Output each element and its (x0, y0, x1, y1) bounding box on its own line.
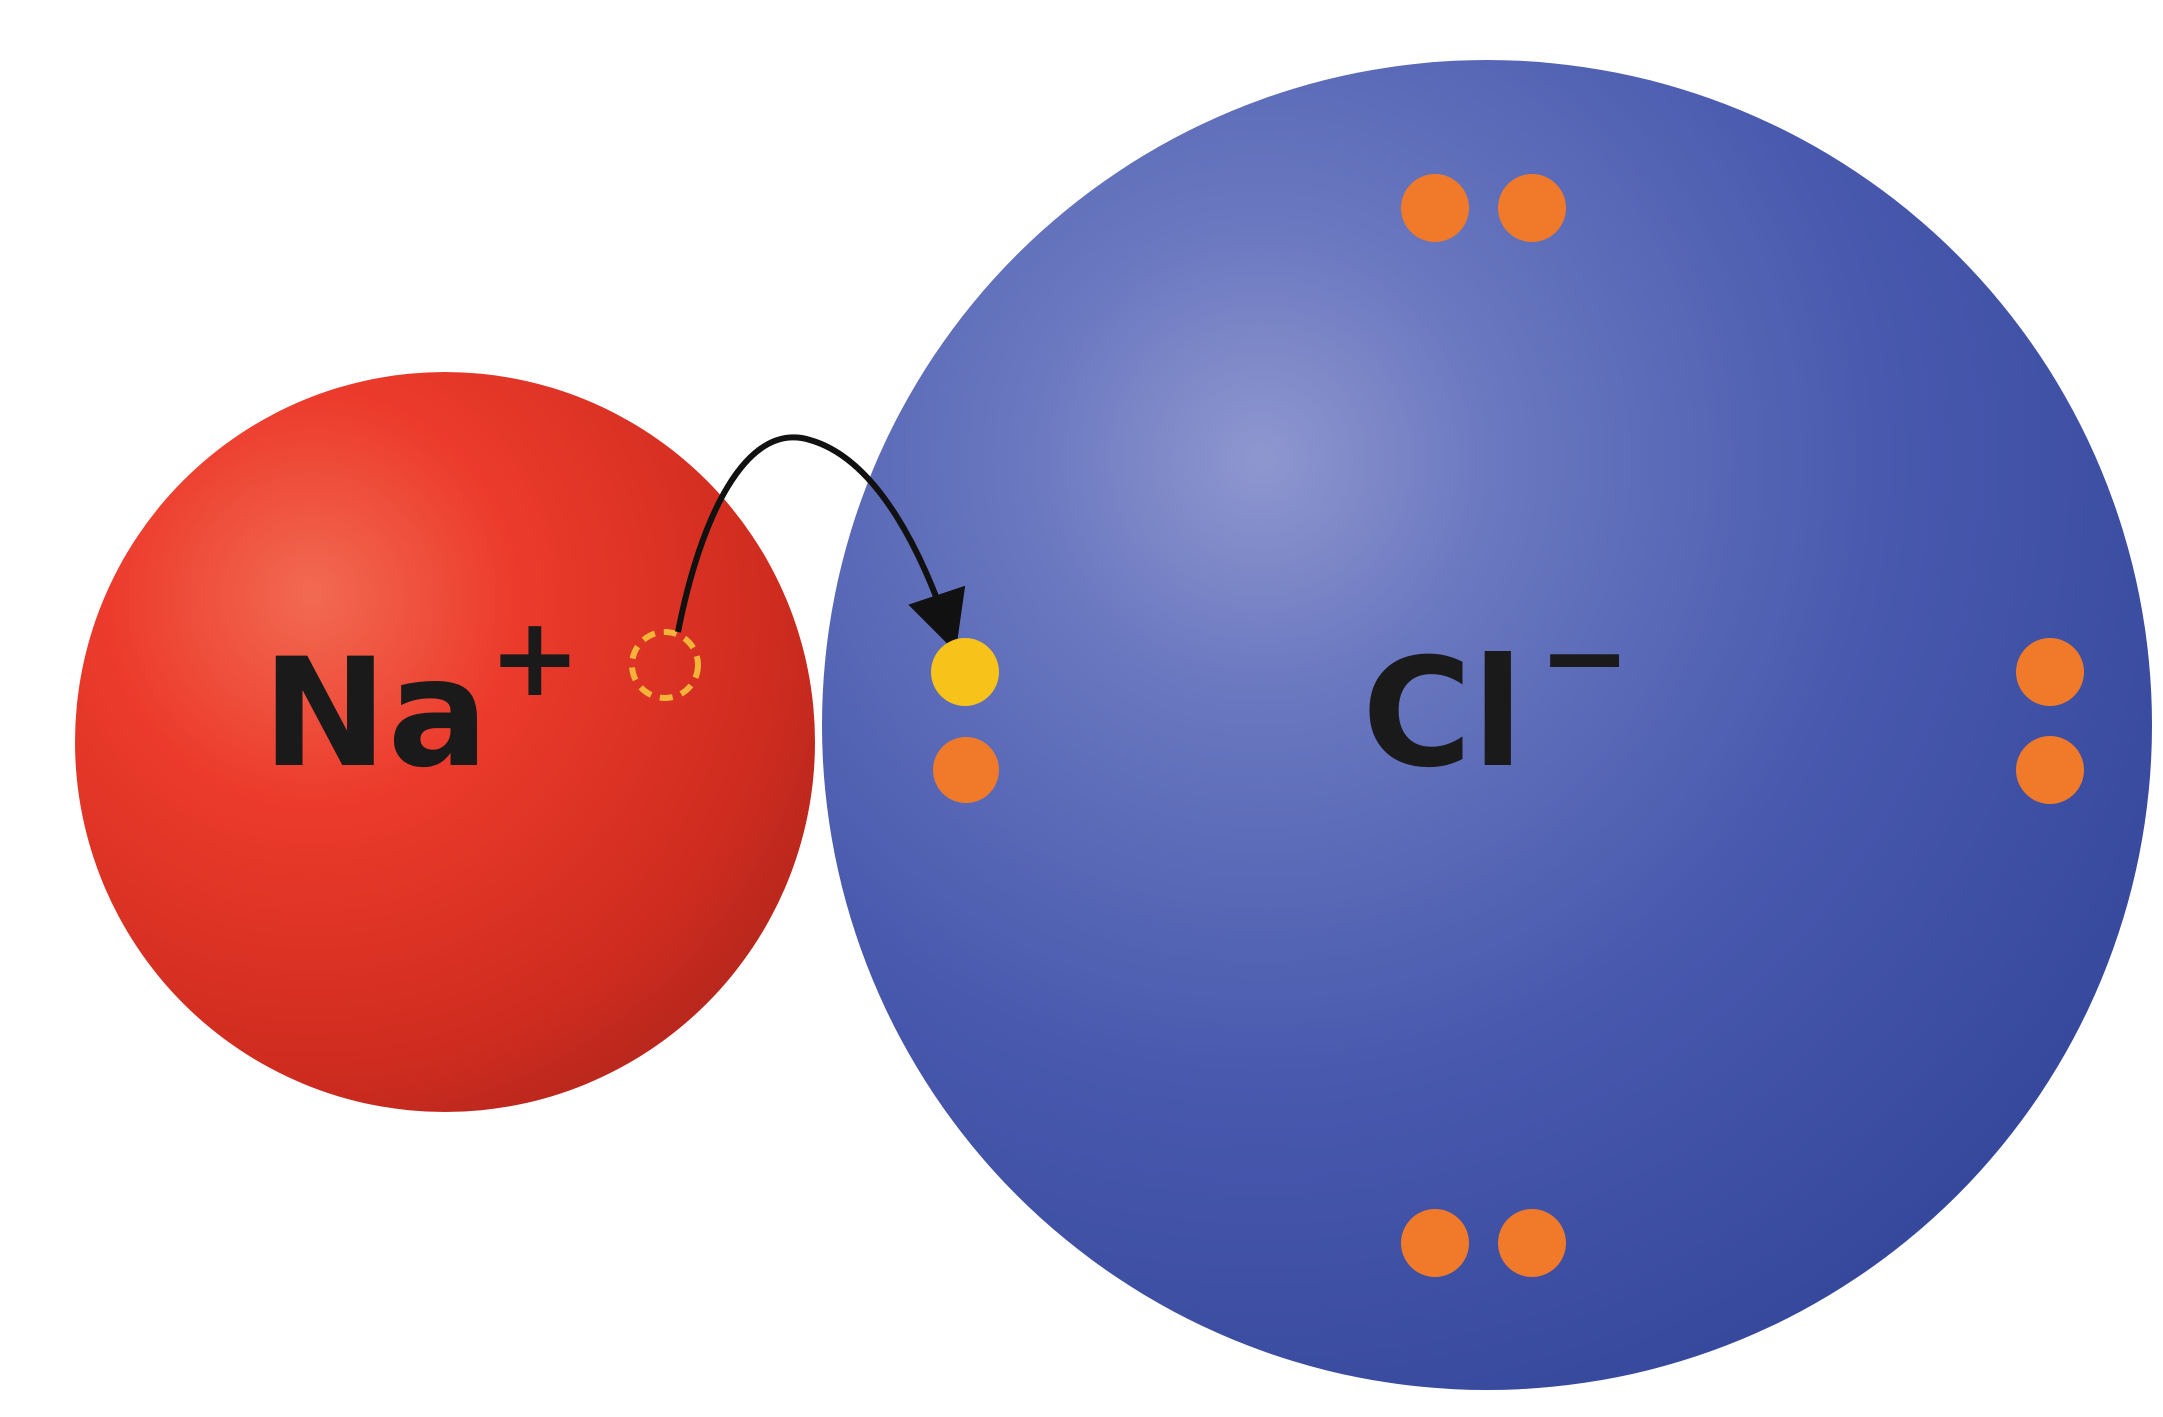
chloride-charge: − (1539, 593, 1631, 721)
valence-electron (1498, 1209, 1566, 1277)
valence-electron (933, 737, 999, 803)
sodium-charge: + (489, 593, 581, 721)
valence-electron (1498, 174, 1566, 242)
vacated-electron-marker (629, 629, 701, 701)
valence-electron (2016, 638, 2084, 706)
valence-electron (2016, 736, 2084, 804)
chloride-ion-sphere (822, 60, 2152, 1390)
electron-transfer-arrow (675, 434, 966, 653)
sodium-ion-sphere (75, 372, 815, 1112)
valence-electron (1401, 1209, 1469, 1277)
sodium-symbol: Na (262, 627, 489, 801)
chloride-symbol: Cl (1362, 627, 1524, 801)
transferred-electron (931, 638, 999, 706)
sodium-ion-label: Na+ (262, 593, 581, 801)
valence-electron (1401, 174, 1469, 242)
chloride-ion-label: Cl− (1362, 593, 1631, 801)
